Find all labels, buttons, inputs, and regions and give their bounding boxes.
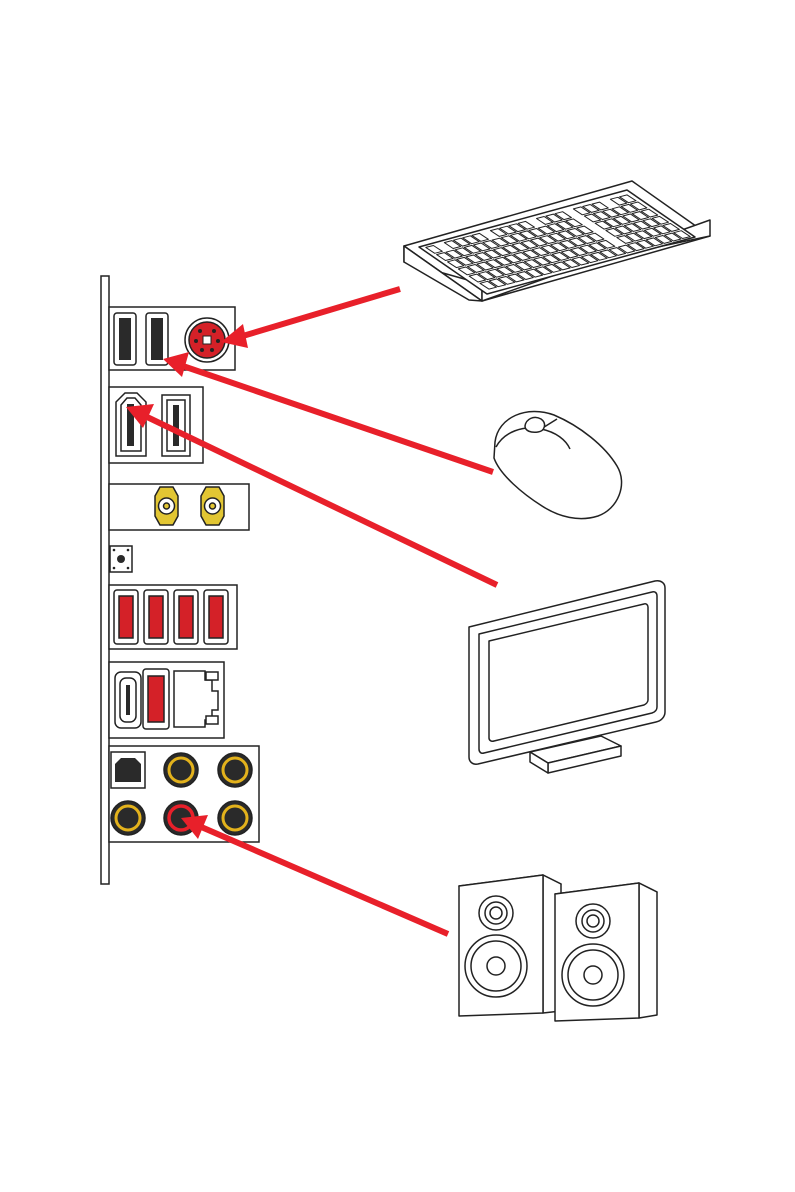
io-bracket bbox=[101, 276, 109, 884]
audio-jack bbox=[111, 801, 145, 835]
monitor-icon bbox=[469, 581, 665, 773]
speaker-left bbox=[459, 875, 561, 1016]
usb-c-port bbox=[115, 672, 141, 728]
usb-port-red bbox=[144, 590, 168, 644]
arrow-speakers-to-line-out bbox=[181, 815, 448, 934]
lan-port bbox=[174, 671, 218, 727]
arrow-keyboard-to-ps2 bbox=[221, 289, 400, 348]
usb-port-red bbox=[114, 590, 138, 644]
usb3-group bbox=[109, 585, 237, 649]
antenna-connector bbox=[201, 487, 224, 525]
video-group bbox=[109, 387, 203, 463]
audio-group bbox=[109, 746, 259, 842]
mouse-icon bbox=[494, 411, 622, 518]
optical-spdif-port bbox=[111, 752, 145, 788]
antenna-connector bbox=[155, 487, 178, 525]
audio-jack bbox=[164, 753, 198, 787]
usb-c-lan-group bbox=[109, 662, 224, 738]
audio-jack bbox=[218, 801, 252, 835]
speaker-right bbox=[555, 883, 657, 1021]
usb-port-red bbox=[143, 669, 169, 729]
speakers-icon bbox=[459, 875, 657, 1021]
audio-jack bbox=[218, 753, 252, 787]
usb-port-red bbox=[174, 590, 198, 644]
wifi-antenna-group bbox=[109, 484, 249, 530]
flash-button bbox=[110, 546, 132, 572]
ps2-port bbox=[185, 318, 229, 362]
keyboard-icon bbox=[404, 181, 710, 301]
usb-port-red bbox=[204, 590, 228, 644]
